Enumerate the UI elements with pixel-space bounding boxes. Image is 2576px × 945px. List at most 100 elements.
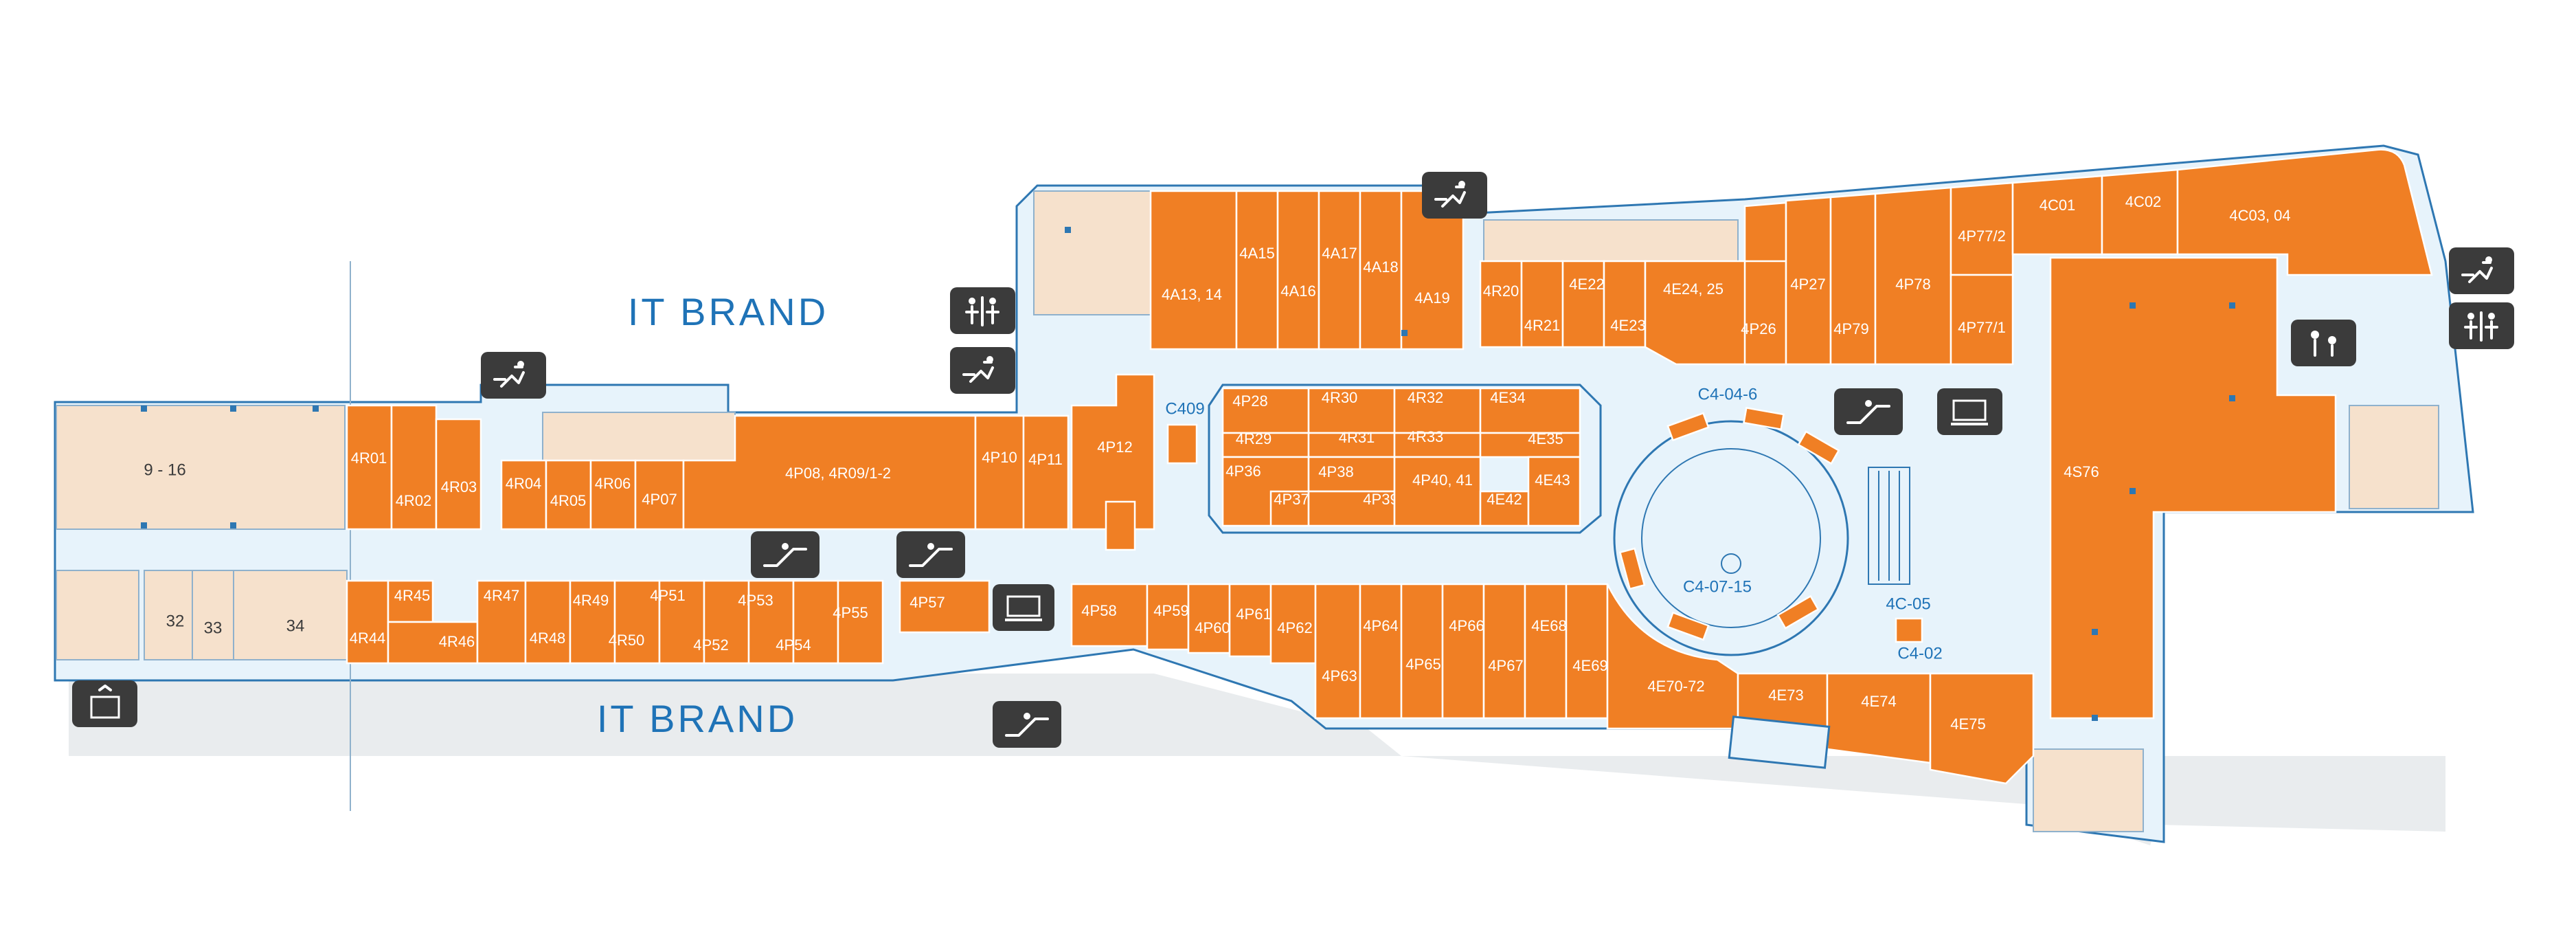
unit-4e42[interactable]: 4E42	[1479, 490, 1530, 527]
emergency-exit-icon[interactable]	[2449, 247, 2514, 294]
unit-4e22[interactable]: 4E22	[1561, 260, 1605, 348]
zone-33[interactable]: 33	[192, 570, 234, 660]
unit-4e34[interactable]: 4E34	[1479, 387, 1581, 434]
unit-4r33[interactable]: 4R33	[1393, 428, 1482, 458]
unit-4p53[interactable]: 4P53	[738, 579, 795, 665]
kiosk-4c-05-box[interactable]	[1895, 617, 1923, 643]
unit-4p59[interactable]: 4P59	[1146, 583, 1190, 651]
restroom-icon[interactable]	[2449, 302, 2514, 349]
unit-4e43[interactable]: 4E43	[1527, 456, 1581, 527]
unit-4e68[interactable]: 4E68	[1524, 583, 1568, 720]
unit-4r31[interactable]: 4R31	[1307, 429, 1396, 458]
unit-4a18[interactable]: 4A18	[1359, 190, 1403, 351]
zone-32[interactable]: 32	[144, 570, 193, 660]
unit-4r04[interactable]: 4R04	[500, 459, 547, 531]
kiosk-ring[interactable]	[1667, 611, 1710, 641]
unit-4p38[interactable]: 4P38	[1307, 456, 1396, 493]
unit-4p64[interactable]: 4P64	[1359, 583, 1403, 720]
unit-4r49[interactable]: 4R49	[569, 579, 616, 665]
unit-4p27[interactable]: 4P27	[1785, 196, 1832, 366]
unit-4p61[interactable]: 4P61	[1228, 583, 1272, 658]
emergency-exit-icon[interactable]	[1422, 172, 1487, 219]
unit-4p66[interactable]: 4P66	[1441, 583, 1485, 720]
unit-4p79[interactable]: 4P79	[1829, 192, 1877, 366]
unit-4p40-41[interactable]: 4P40, 41	[1393, 456, 1482, 527]
unit-4r21[interactable]: 4R21	[1520, 260, 1564, 348]
unit-label: 4A16	[1280, 282, 1315, 300]
unit-4p65[interactable]: 4P65	[1400, 583, 1444, 720]
atm-icon[interactable]	[993, 584, 1054, 631]
unit-4r32[interactable]: 4R32	[1393, 387, 1482, 434]
unit-4e35[interactable]: 4E35	[1479, 430, 1581, 458]
kiosk-ring[interactable]	[1797, 430, 1840, 465]
unit-4p58[interactable]: 4P58	[1070, 583, 1149, 647]
unit-4p37[interactable]: 4P37	[1269, 490, 1310, 527]
unit-4e74[interactable]: 4E74	[1826, 672, 1932, 764]
unit-4p52[interactable]: 4P52	[693, 579, 750, 665]
unit-4e69[interactable]: 4E69	[1565, 583, 1609, 720]
unit-4a13-14[interactable]: 4A13, 14	[1149, 190, 1238, 351]
unit-4c03-04[interactable]: 4C03, 04	[2176, 148, 2433, 276]
kiosk-box[interactable]	[1105, 500, 1136, 551]
escalator-icon[interactable]	[896, 531, 965, 578]
kiosk-ring[interactable]	[1776, 594, 1820, 630]
unit-4e70-72[interactable]: 4E70-72	[1606, 583, 1739, 730]
unit-4r48[interactable]: 4R48	[524, 579, 572, 665]
escalator-icon[interactable]	[993, 701, 1061, 748]
unit-4p10[interactable]: 4P10	[974, 414, 1025, 531]
kiosk-ring[interactable]	[1743, 407, 1785, 431]
unit-4r02[interactable]: 4R02	[390, 404, 438, 531]
unit-4p11[interactable]: 4P11	[1022, 414, 1070, 531]
unit-4r20[interactable]: 4R20	[1479, 260, 1523, 348]
unit-label: 4A17	[1322, 245, 1357, 262]
unit-4p39[interactable]: 4P39	[1307, 490, 1399, 527]
unit-4a17[interactable]: 4A17	[1318, 190, 1362, 351]
unit-4r05[interactable]: 4R05	[545, 459, 592, 531]
elevator-icon[interactable]	[72, 680, 137, 727]
emergency-exit-icon[interactable]	[950, 347, 1015, 394]
unit-4e75[interactable]: 4E75	[1929, 672, 2035, 785]
unit-4r44[interactable]: 4R44	[346, 579, 389, 665]
unit-4c01[interactable]: 4C01	[2011, 175, 2103, 256]
unit-4r29[interactable]: 4R29	[1221, 430, 1310, 458]
unit-4c02[interactable]: 4C02	[2101, 168, 2179, 256]
unit-4p63[interactable]: 4P63	[1314, 583, 1362, 720]
unit-4a16[interactable]: 4A16	[1276, 190, 1320, 351]
kiosk-c409-box[interactable]	[1166, 423, 1198, 465]
kiosk-ring[interactable]	[1618, 547, 1646, 590]
unit-4p26[interactable]: 4P26	[1741, 260, 1787, 366]
escalator-icon[interactable]	[1834, 388, 1903, 435]
kiosk-ring[interactable]	[1667, 412, 1710, 442]
unit-4p54[interactable]: 4P54	[776, 579, 839, 665]
unit-4r03[interactable]: 4R03	[435, 418, 482, 531]
unit-4r01[interactable]: 4R01	[346, 404, 393, 531]
unit-4s76[interactable]: 4S76	[2049, 256, 2337, 720]
escalator-icon[interactable]	[751, 531, 820, 578]
restroom-icon[interactable]	[950, 287, 1015, 334]
unit-4p77-2[interactable]: 4P77/2	[1950, 181, 2014, 276]
zone-9-16[interactable]: 9 - 16	[56, 405, 346, 530]
unit-4p28[interactable]: 4P28	[1221, 387, 1310, 434]
unit-4p67[interactable]: 4P67	[1482, 583, 1526, 720]
unit-4r06[interactable]: 4R06	[589, 459, 637, 531]
unit-4p51[interactable]: 4P51	[650, 579, 705, 665]
unit-4p08-4r09[interactable]: 4P08, 4R09/1-2	[682, 414, 977, 531]
unit-4p77-1[interactable]: 4P77/1	[1950, 274, 2014, 366]
unit-4p12[interactable]: 4P12	[1070, 373, 1155, 531]
emergency-exit-icon[interactable]	[481, 352, 546, 399]
unit-4p78[interactable]: 4P78	[1874, 186, 1952, 366]
unit-4p62[interactable]: 4P62	[1269, 583, 1317, 665]
nursing-room-icon[interactable]	[2291, 320, 2356, 366]
unit-4e23[interactable]: 4E23	[1603, 260, 1647, 348]
unit-4p57[interactable]: 4P57	[899, 579, 991, 634]
unit-4r45[interactable]: 4R45	[387, 579, 434, 623]
unit-4p55[interactable]: 4P55	[833, 579, 884, 665]
unit-4p07[interactable]: 4P07	[634, 459, 685, 531]
unit-4r47[interactable]: 4R47	[476, 579, 527, 665]
unit-4a15[interactable]: 4A15	[1235, 190, 1279, 351]
unit-4r46[interactable]: 4R46	[387, 621, 479, 665]
atm-icon[interactable]	[1937, 388, 2002, 435]
unit-4r30[interactable]: 4R30	[1307, 387, 1396, 434]
zone-34[interactable]: 34	[233, 570, 348, 660]
unit-4p60[interactable]: 4P60	[1187, 583, 1231, 654]
